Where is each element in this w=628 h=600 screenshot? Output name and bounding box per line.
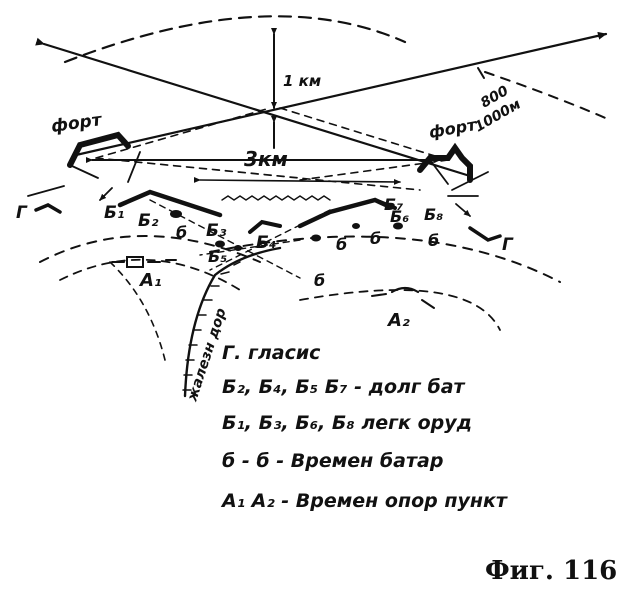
label-b3: Б₃ xyxy=(206,221,227,241)
label-b-small-5: б xyxy=(314,271,325,290)
battery-b2 xyxy=(117,189,223,218)
legend-line-2: Б₂, Б₄, Б₅ Б₇ - долг бат xyxy=(222,376,465,398)
rear-curve-down xyxy=(109,261,166,361)
fort-left-shape xyxy=(67,131,131,168)
fort-left-arrows xyxy=(27,151,141,200)
long-line-right xyxy=(74,31,608,157)
label-b8: Б₈ xyxy=(424,205,443,224)
legend-line-4: б - б - Времен батар xyxy=(222,450,444,472)
wire-obstacle xyxy=(221,195,331,201)
label-3km: 3км xyxy=(244,147,288,171)
range-arc-right xyxy=(484,71,611,121)
rear-arc-right xyxy=(209,235,561,283)
label-b4: Б₄ xyxy=(256,233,276,253)
battery-b5 xyxy=(297,197,391,229)
support-point-a1-shape xyxy=(126,256,144,268)
legend-line-3: Б₁, Б₃, Б₆, Б₈ легк оруд xyxy=(222,412,472,434)
battery-b7 xyxy=(378,200,397,210)
fire-line-1 xyxy=(193,176,401,185)
label-b-small-3: б xyxy=(370,229,381,248)
fort-right-arrows xyxy=(429,159,489,216)
outer-range-arc xyxy=(63,15,407,64)
legend-line-1: Г. гласис xyxy=(222,342,321,364)
range-ticks-right xyxy=(477,67,485,79)
support-point-a1-marks xyxy=(111,259,177,263)
label-b-small-2: б xyxy=(336,235,347,254)
label-b-small-4: б xyxy=(428,231,439,250)
railway-ties xyxy=(182,261,241,391)
label-b5: Б₅ xyxy=(208,247,227,266)
label-a2: А₂ xyxy=(386,310,410,331)
support-point-a2-marks xyxy=(371,293,435,309)
support-point-a2-shape xyxy=(390,286,420,294)
figure-caption: Фиг. 116 xyxy=(485,556,618,586)
label-b6: Б₆ xyxy=(390,207,409,226)
rear-arc-inner xyxy=(59,258,241,291)
label-b1: Б₁ xyxy=(104,203,124,223)
glacis-left-mark xyxy=(34,203,62,214)
legend-line-5: А₁ А₂ - Времен опор пункт xyxy=(222,490,507,512)
rear-arc-bottom xyxy=(299,289,501,331)
label-b-small-1: б xyxy=(176,223,187,242)
label-fort-left: форт xyxy=(50,110,104,137)
gun-markers xyxy=(170,210,403,251)
fan-lines-left xyxy=(95,107,421,191)
label-b2: Б₂ xyxy=(138,211,159,231)
label-1km: 1 км xyxy=(283,72,321,90)
label-glacis-left: Г xyxy=(16,203,28,223)
fort-right-shape xyxy=(417,142,473,183)
fan-lines-right xyxy=(279,107,449,181)
label-b7: Б₇ xyxy=(384,195,403,214)
label-glacis-right: Г xyxy=(502,235,514,255)
railway-line xyxy=(183,246,282,398)
long-line-left xyxy=(35,37,472,178)
label-fort-right: форт xyxy=(427,115,479,142)
label-a1: А₁ xyxy=(138,270,162,291)
battery-b4 xyxy=(248,219,282,234)
glacis-right-mark xyxy=(468,226,502,242)
